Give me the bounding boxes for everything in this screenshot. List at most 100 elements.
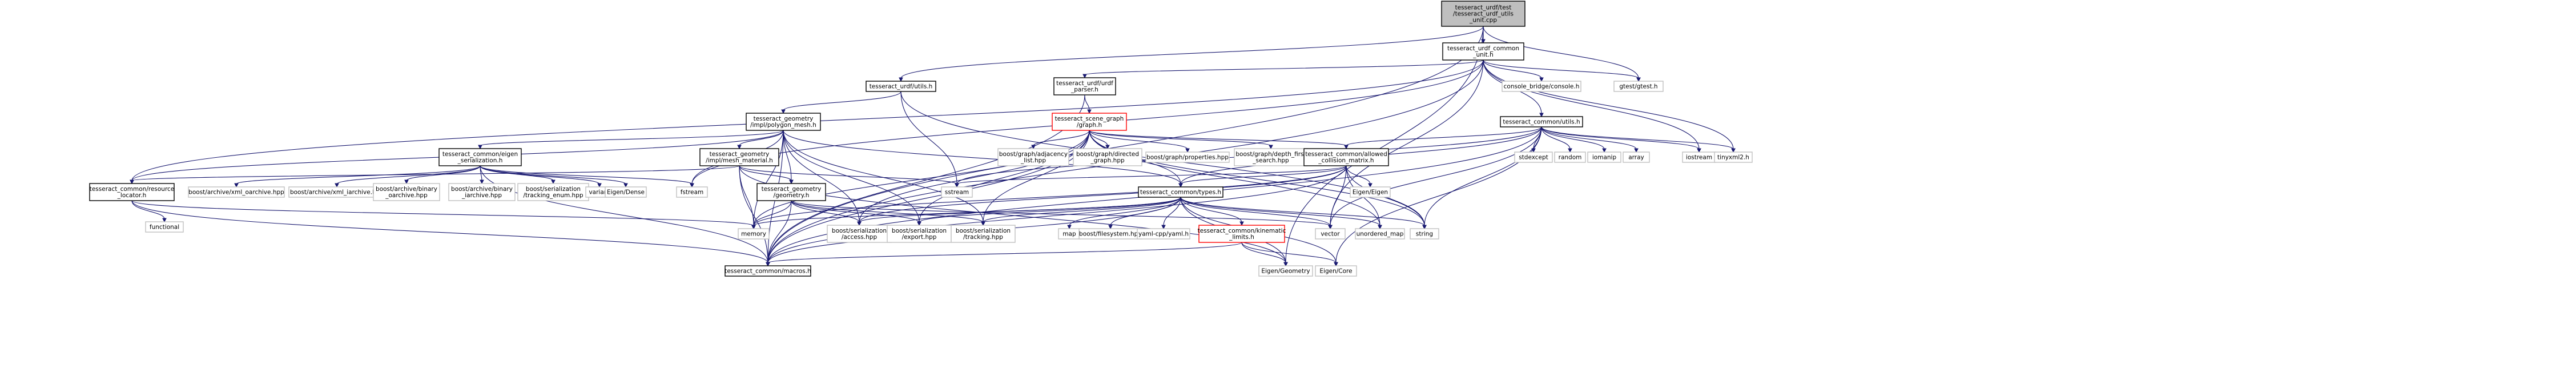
node-box (1554, 151, 1586, 163)
arrowhead (623, 183, 628, 188)
node-box (1198, 225, 1285, 243)
node-iostream[interactable]: iostream (1682, 151, 1716, 163)
node-tracking_enum[interactable]: boost/serialization/tracking_enum.hpp (517, 183, 589, 201)
edge-kinematic_limits-to-common_macros (767, 242, 1242, 264)
node-box (1315, 265, 1357, 277)
edge-geometry_h-to-vector (791, 200, 1331, 226)
edge-common_utils-to-vector (1330, 126, 1542, 226)
node-label: /impl/mesh_material.h (706, 157, 773, 164)
arrowhead (1178, 183, 1183, 188)
arrowhead (751, 225, 756, 230)
edge-polygon_mesh-to-eigen_serialization (480, 130, 784, 146)
node-gtest[interactable]: gtest/gtest.h (1613, 81, 1664, 92)
node-scene_graph[interactable]: tesseract_scene_graph/graph.h (1052, 113, 1127, 131)
edge-common_types-to-yaml_cpp (1163, 197, 1181, 226)
node-box (145, 221, 184, 233)
node-box (699, 148, 779, 166)
arrowhead (1539, 77, 1544, 82)
node-allowed_collision[interactable]: tesseract_common/allowed_collision_matri… (1303, 148, 1389, 166)
node-string[interactable]: string (1410, 228, 1439, 240)
node-binary_iarchive[interactable]: boost/archive/binary_iarchive.hpp (448, 183, 516, 201)
node-tinyxml2[interactable]: tinyxml2.h (1714, 151, 1753, 163)
node-map[interactable]: map (1058, 228, 1081, 240)
node-adjacency_list[interactable]: boost/graph/adjacency_list.hpp (997, 148, 1069, 166)
node-label: _parser.h (1070, 86, 1098, 93)
arrowhead (781, 109, 786, 114)
edge-common_unit-to-console_bridge (1483, 59, 1542, 79)
edge-polygon_mesh-to-mesh_material (739, 130, 784, 146)
edge-geometry_h-to-ser_access (791, 200, 860, 223)
node-label: /access.hpp (842, 234, 878, 241)
node-ser_tracking[interactable]: boost/serialization/tracking.hpp (951, 225, 1016, 243)
node-eigen_core[interactable]: Eigen/Core (1315, 265, 1357, 277)
node-binary_oarchive[interactable]: boost/archive/binary_oarchive.hpp (373, 183, 440, 201)
edge-scene_graph-to-ser_tracking (983, 130, 1090, 223)
node-geometry_h[interactable]: tesseract_geometry/geometry.h (756, 183, 826, 201)
node-label: boost/archive/xml_iarchive.hpp (290, 189, 384, 196)
node-urdf_parser[interactable]: tesseract_urdf/urdf_parser.h (1053, 77, 1116, 95)
node-vector[interactable]: vector (1315, 228, 1346, 240)
node-eigen_eigen[interactable]: Eigen/Eigen (1350, 186, 1391, 198)
node-box (887, 225, 952, 243)
node-label: functional (150, 224, 179, 231)
node-xml_oarchive[interactable]: boost/archive/xml_oarchive.hpp (188, 186, 285, 198)
node-sstream[interactable]: sstream (941, 186, 973, 198)
node-resource_locator[interactable]: tesseract_common/resource_locator.h (89, 183, 175, 201)
arrowhead (955, 183, 959, 188)
edge-scene_graph-to-ser_export (919, 130, 1090, 223)
edge-mesh_material-to-resource_locator (131, 165, 740, 181)
node-label: _iarchive.hpp (461, 192, 502, 199)
node-iomanip[interactable]: iomanip (1587, 151, 1621, 163)
node-common_types[interactable]: tesseract_common/types.h (1138, 186, 1223, 198)
edge-geometry_h-to-common_macros (767, 200, 792, 264)
node-fstream[interactable]: fstream (676, 186, 708, 198)
node-label: yaml-cpp/yaml.h (1138, 231, 1189, 238)
node-label: /geometry.h (774, 192, 810, 199)
node-label: tesseract_geometry (710, 151, 770, 158)
edge-scene_graph-to-string (1089, 130, 1425, 226)
node-common_unit[interactable]: tesseract_urdf_common_unit.h (1442, 42, 1524, 61)
node-common_macros[interactable]: tesseract_common/macros.h (724, 265, 811, 277)
node-xml_iarchive[interactable]: boost/archive/xml_iarchive.hpp (288, 186, 385, 198)
node-label: tesseract_urdf/test (1455, 5, 1512, 11)
node-directed_graph[interactable]: boost/graph/directed_graph.hpp (1073, 148, 1142, 166)
node-box (1587, 151, 1621, 163)
node-boost_filesystem[interactable]: boost/filesystem.hpp (1078, 228, 1142, 240)
node-common_utils[interactable]: tesseract_common/utils.h (1500, 116, 1583, 127)
node-label: boost/graph/properties.hpp (1146, 154, 1229, 161)
node-ser_access[interactable]: boost/serialization/access.hpp (827, 225, 892, 243)
node-box (756, 183, 826, 201)
node-depth_first[interactable]: boost/graph/depth_first_search.hpp (1234, 148, 1308, 166)
node-memory[interactable]: memory (738, 228, 770, 240)
arrowhead (1161, 225, 1166, 230)
node-mesh_material[interactable]: tesseract_geometry/impl/mesh_material.h (699, 148, 779, 166)
arrowhead (1422, 225, 1427, 230)
arrowhead (130, 179, 134, 185)
node-console_bridge[interactable]: console_bridge/console.h (1502, 81, 1581, 92)
node-random[interactable]: random (1554, 151, 1586, 163)
node-kinematic_limits[interactable]: tesseract_common/kinematic_limits.h (1198, 225, 1286, 243)
edge-common_utils-to-string (1424, 126, 1542, 226)
node-root[interactable]: tesseract_urdf/test/tesseract_urdf_utils… (1441, 1, 1526, 27)
node-polygon_mesh[interactable]: tesseract_geometry/impl/polygon_mesh.h (746, 113, 821, 131)
edge-common_types-to-ser_access (859, 197, 1181, 223)
arrowhead (1368, 183, 1372, 188)
arrowhead (1269, 145, 1273, 150)
node-label: Eigen/Eigen (1353, 189, 1388, 196)
edge-geometry_h-to-ser_tracking (791, 200, 984, 223)
node-eigen_geometry[interactable]: Eigen/Geometry (1258, 265, 1313, 277)
node-unordered_map[interactable]: unordered_map (1355, 228, 1405, 240)
node-yaml_cpp[interactable]: yaml-cpp/yaml.h (1137, 228, 1190, 240)
node-functional[interactable]: functional (145, 221, 184, 233)
edge-scene_graph-to-graph_properties (1089, 130, 1188, 150)
node-ser_export[interactable]: boost/serialization/export.hpp (887, 225, 952, 243)
node-label: array (1628, 154, 1644, 161)
node-array[interactable]: array (1623, 151, 1650, 163)
node-eigen_serialization[interactable]: tesseract_common/eigen_serialization.h (438, 148, 522, 166)
node-urdf_utils[interactable]: tesseract_urdf/utils.h (866, 81, 936, 92)
node-eigen_dense[interactable]: Eigen/Dense (605, 186, 647, 198)
node-label: boost/graph/directed (1076, 151, 1139, 158)
edge-common_unit-to-vector (1330, 59, 1484, 226)
node-graph_properties[interactable]: boost/graph/properties.hpp (1145, 151, 1230, 163)
node-stdexcept[interactable]: stdexcept (1514, 151, 1553, 163)
